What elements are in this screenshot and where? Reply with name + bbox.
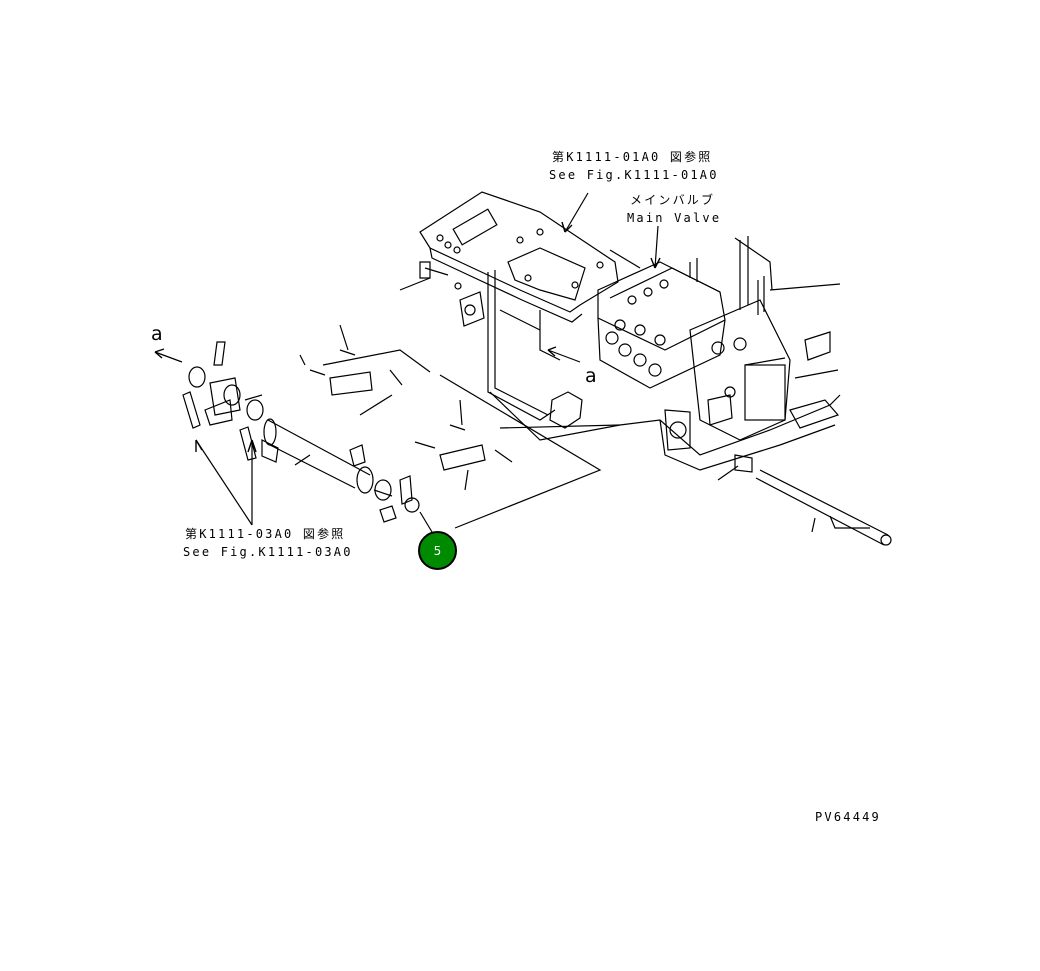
floor-plate	[419, 191, 641, 441]
ref-label-top-jp: 第K1111-01A0 図参照	[552, 150, 713, 164]
ref-label-top-en: See Fig.K1111-01A0	[549, 168, 719, 182]
main-valve-label-jp: メインバルブ	[630, 193, 716, 207]
pivot-shaft	[717, 454, 892, 546]
leader-lines	[154, 192, 661, 533]
view-marker-right: a	[585, 365, 597, 387]
ref-label-bottom-jp: 第K1111-03A0 図参照	[185, 527, 346, 541]
center-hardware	[309, 261, 602, 529]
main-valve-label-en: Main Valve	[627, 211, 722, 225]
part-callout-5[interactable]: 5	[418, 531, 457, 570]
left-linkage	[182, 341, 420, 523]
drawing-code: PV64449	[815, 810, 881, 824]
view-marker-left: a	[151, 323, 163, 345]
ref-label-bottom-en: See Fig.K1111-03A0	[183, 545, 353, 559]
main-valve-block	[597, 236, 841, 441]
chassis-frame	[499, 369, 841, 471]
